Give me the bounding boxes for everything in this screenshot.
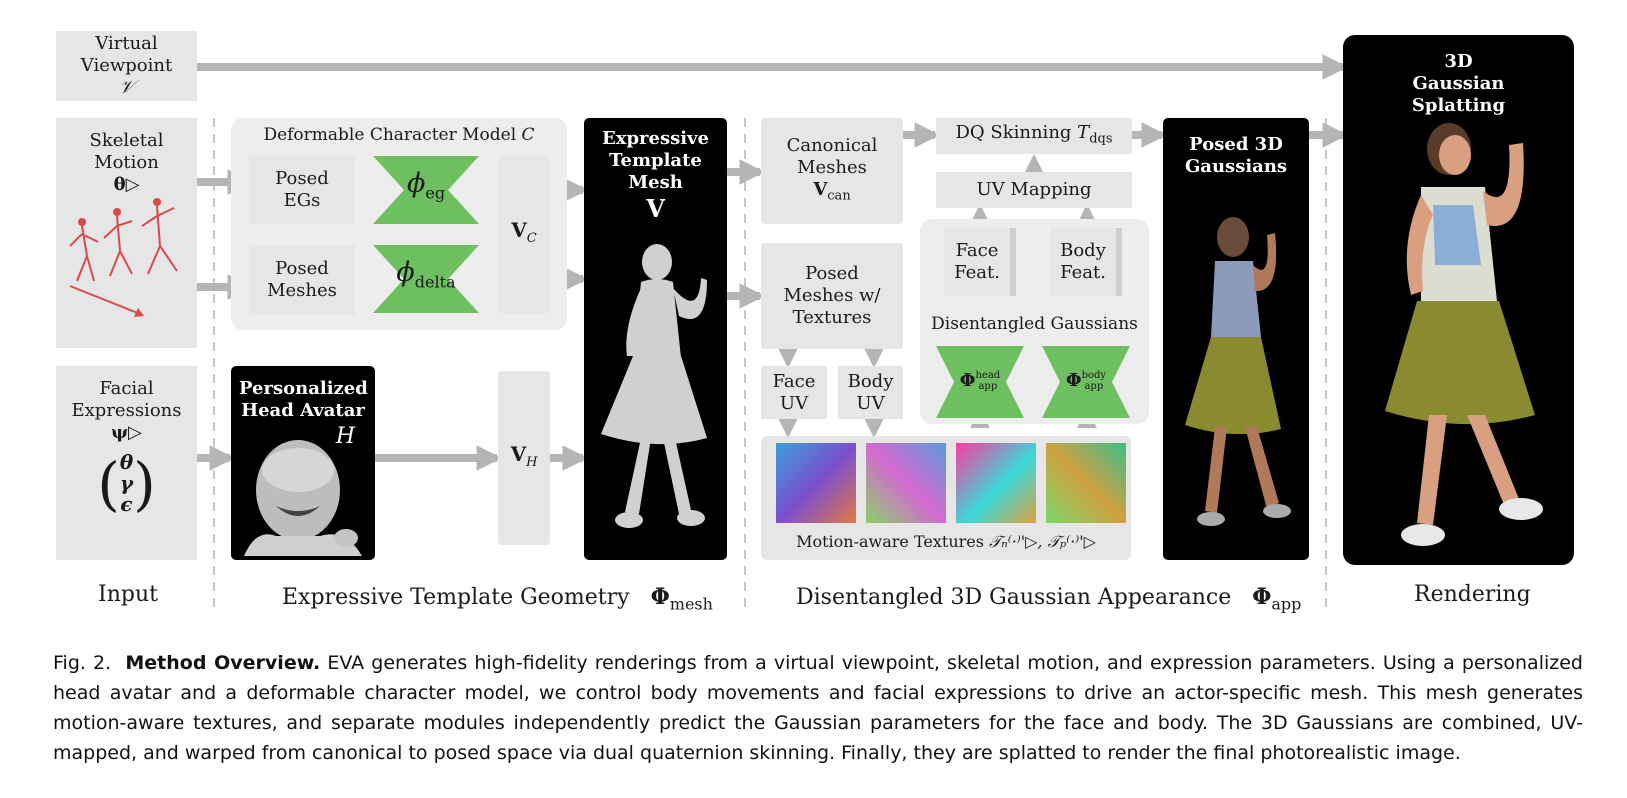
uv-mapping-label: UV Mapping — [976, 179, 1092, 200]
skeletal-motion-box: Skeletal Motion θ▷ — [56, 118, 197, 348]
vc-label: VC — [511, 218, 537, 246]
posed-egs-label: Posed EGs — [275, 168, 329, 211]
parameter-vector: ( θ γ ϵ ) — [97, 449, 156, 518]
face-uv-label: Face UV — [772, 370, 816, 414]
body-feat-label: Body Feat. — [1060, 240, 1106, 283]
face-feat-label: Face Feat. — [954, 240, 1000, 283]
facial-expressions-label: Facial Expressions — [71, 378, 182, 421]
posed-egs-box: Posed EGs — [249, 156, 355, 224]
motion-aware-textures-label: Motion-aware Textures 𝒯ₙ⁽·⁾'▷, 𝒯ₚ⁽·⁾'▷ — [796, 532, 1096, 551]
vector-gamma: γ — [119, 471, 134, 495]
rendering-section-label: Rendering — [1414, 582, 1531, 607]
vector-epsilon: ϵ — [120, 492, 133, 516]
input-section-label: Input — [98, 582, 158, 607]
texture-thumb-face-2 — [956, 443, 1036, 523]
posed-gaussians-panel: Posed 3D Gaussians — [1163, 118, 1309, 560]
phi-head-network-icon — [936, 346, 1024, 418]
skeletal-motion-symbol: θ▷ — [113, 174, 140, 195]
canonical-meshes-box: Canonical Meshes Vcan — [761, 118, 903, 224]
dq-skinning-label: DQ Skinning Tdqs — [955, 121, 1113, 147]
posed-gaussians-figure — [1185, 217, 1291, 526]
appearance-section-label: Disentangled 3D Gaussian Appearance Φapp — [796, 584, 1302, 614]
splatting-panel: 3D Gaussian Splatting — [1343, 35, 1574, 565]
phi-eg-label: ϕeg — [406, 168, 446, 203]
template-mesh-panel: Expressive Template Mesh V — [584, 118, 727, 560]
skeleton-figures-icon — [68, 198, 178, 317]
skeletal-motion-label: Skeletal Motion — [89, 130, 164, 173]
head-avatar-render — [244, 440, 362, 556]
canonical-meshes-symbol: Vcan — [813, 178, 851, 204]
phi-delta-network-icon — [373, 245, 479, 313]
caption-body: EVA generates high-fidelity renderings f… — [53, 652, 1583, 764]
canonical-meshes-label: Canonical Meshes — [786, 134, 878, 178]
rendered-actor-image — [1385, 123, 1543, 546]
deformable-character-model-title: Deformable Character Model C — [263, 125, 535, 145]
face-feat-shadow — [1010, 228, 1016, 296]
template-mesh-figure — [601, 244, 707, 528]
template-mesh-symbol: V — [646, 194, 665, 223]
body-uv-box: Body UV — [838, 366, 903, 419]
body-feat-shadow — [1116, 228, 1122, 296]
phi-body-network-icon — [1042, 346, 1130, 418]
head-avatar-title: Personalized Head Avatar — [239, 378, 368, 421]
phi-delta-label: ϕdelta — [396, 257, 456, 292]
posed-meshes-label: Posed Meshes — [267, 258, 337, 301]
vector-theta: θ — [119, 450, 134, 474]
texture-thumb-body-1 — [866, 443, 946, 523]
posed-meshes-textures-box: Posed Meshes w/ Textures — [761, 243, 903, 349]
head-avatar-symbol: H — [335, 424, 355, 449]
virtual-viewpoint-box: Virtual Viewpoint 𝒱 — [56, 31, 197, 101]
section-separators — [213, 118, 1327, 608]
facial-expressions-symbol: ψ▷ — [111, 422, 142, 443]
vc-box: VC — [498, 156, 550, 313]
phi-eg-network-icon — [373, 156, 479, 224]
virtual-viewpoint-symbol: 𝒱 — [119, 77, 134, 98]
posed-meshes-textures-label: Posed Meshes w/ Textures — [783, 263, 881, 328]
splatting-title: 3D Gaussian Splatting — [1411, 51, 1506, 116]
geometry-section-label: Expressive Template Geometry Φmesh — [282, 584, 713, 614]
body-feat-box: Body Feat. — [1050, 228, 1116, 296]
face-uv-box: Face UV — [761, 366, 827, 419]
caption-title: Method Overview. — [125, 652, 321, 674]
facial-expressions-box: Facial Expressions ψ▷ ( θ γ ϵ ) — [56, 366, 197, 560]
caption-prefix: Fig. 2. — [53, 652, 112, 674]
posed-gaussians-title: Posed 3D Gaussians — [1184, 134, 1288, 177]
template-mesh-title: Expressive Template Mesh — [602, 128, 709, 193]
virtual-viewpoint-label: Virtual Viewpoint — [80, 33, 173, 76]
dq-skinning-box: DQ Skinning Tdqs — [936, 118, 1132, 154]
figure-caption: Fig. 2. Method Overview. EVA generates h… — [53, 648, 1583, 768]
vh-box: VH — [498, 371, 550, 545]
face-feat-box: Face Feat. — [944, 228, 1010, 296]
head-avatar-panel: Personalized Head Avatar H — [231, 366, 375, 560]
vh-label: VH — [510, 441, 538, 470]
posed-meshes-box: Posed Meshes — [249, 245, 355, 315]
texture-thumb-face-1 — [776, 443, 856, 523]
texture-thumb-body-2 — [1046, 443, 1126, 523]
body-uv-label: Body UV — [847, 370, 894, 414]
disentangled-gaussians-label: Disentangled Gaussians — [931, 314, 1138, 334]
uv-mapping-box: UV Mapping — [936, 172, 1132, 208]
